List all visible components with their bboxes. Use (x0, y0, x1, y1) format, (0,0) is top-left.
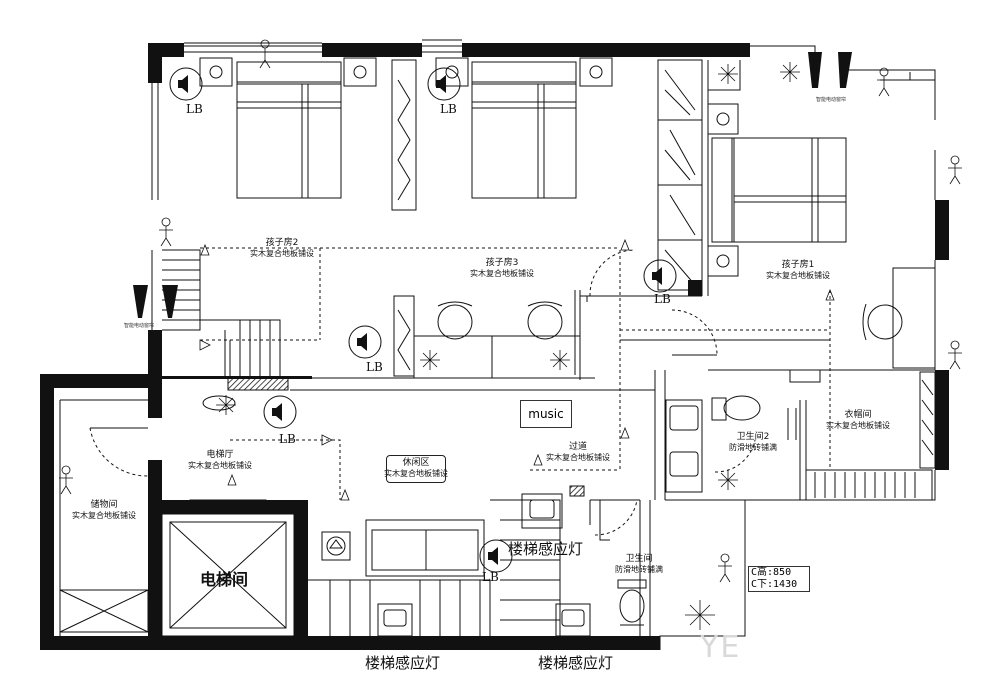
room-name: 储物间 (90, 500, 118, 510)
desk-area (413, 301, 581, 379)
dimension-box: C高:850 C下:1430 (748, 566, 810, 592)
speaker-label: LB (440, 102, 457, 116)
room-bath: 卫生间 防滑地砖铺满 (604, 554, 674, 575)
stairs-lower (308, 499, 561, 636)
bed-kids2 (199, 57, 377, 199)
elevator-car (161, 499, 295, 637)
room-floor: 实木复合地板铺设 (546, 453, 610, 463)
room-closet: 衣帽间 实木复合地板铺设 (808, 410, 908, 431)
room-floor: 防滑地砖铺满 (729, 443, 777, 453)
exterior-walls (40, 43, 949, 650)
stair-light-label: 楼梯感应灯 (508, 540, 584, 558)
speaker-label: LB (482, 570, 499, 584)
plant-icon (216, 62, 800, 630)
speaker-label: LB (654, 292, 671, 306)
room-elevator: 电梯间 (200, 570, 249, 589)
room-name: 孩子房2 (265, 238, 299, 248)
room-name: 孩子房1 (781, 260, 815, 270)
downlight-icon (199, 238, 835, 501)
curtain-tag: 智能电动窗帘 (816, 97, 847, 103)
room-floor: 实木复合地板铺设 (766, 271, 830, 281)
room-bath2: 卫生间2 防滑地砖铺满 (718, 432, 788, 453)
room-floor: 防滑地砖铺满 (615, 565, 663, 575)
stairs-upper-left (162, 249, 289, 391)
room-floor: 实木复合地板铺设 (384, 469, 448, 479)
room-name: 过道 (568, 442, 587, 452)
room-name: 卫生间2 (736, 432, 770, 442)
leisure-label-box (386, 455, 446, 483)
room-name: 休闲区 (402, 458, 430, 468)
speaker-icon (169, 67, 677, 573)
column-divider (391, 59, 417, 377)
wardrobe-kids1 (657, 59, 703, 291)
room-floor: 实木复合地板铺设 (188, 461, 252, 471)
closet-shelves (805, 267, 936, 501)
bed-kids3 (435, 57, 613, 199)
room-floor: 实木复合地板铺设 (470, 269, 534, 279)
bath2-fixtures (665, 395, 797, 493)
room-storage: 储物间 实木复合地板铺设 (56, 500, 152, 521)
bath-fixtures (617, 579, 647, 626)
room-kids3: 孩子房3 实木复合地板铺设 (452, 258, 552, 279)
room-leisure: 休闲区 实木复合地板铺设 (366, 458, 466, 479)
bed-kids1 (707, 103, 847, 277)
watermark: YE (700, 630, 742, 665)
curtain-motor-icon (133, 52, 852, 318)
room-floor: 实木复合地板铺设 (72, 511, 136, 521)
speaker-label: LB (279, 432, 296, 446)
room-elevator-hall: 电梯厅 实木复合地板铺设 (170, 450, 270, 471)
figure-icon (59, 39, 962, 583)
room-corridor: 过道 实木复合地板铺设 (528, 442, 628, 463)
music-label: music (520, 400, 572, 428)
dimension-low: C下:1430 (751, 579, 798, 590)
room-floor: 实木复合地板铺设 (250, 249, 314, 259)
sofa (365, 519, 485, 577)
speaker-label: LB (366, 360, 383, 374)
room-name: 衣帽间 (844, 410, 872, 420)
curtain-tag: 智能电动窗帘 (124, 323, 155, 329)
room-name: 电梯厅 (206, 450, 234, 460)
room-kids1: 孩子房1 实木复合地板铺设 (748, 260, 848, 281)
stair-light-label: 楼梯感应灯 (538, 654, 614, 672)
room-kids2: 孩子房2 实木复合地板铺设 (232, 238, 332, 259)
dimension-high: C高:850 (751, 567, 792, 578)
room-name: 孩子房3 (485, 258, 519, 268)
room-floor: 实木复合地板铺设 (826, 421, 890, 431)
stair-light-label: 楼梯感应灯 (365, 654, 441, 672)
room-name: 卫生间 (625, 554, 653, 564)
speaker-label: LB (186, 102, 203, 116)
